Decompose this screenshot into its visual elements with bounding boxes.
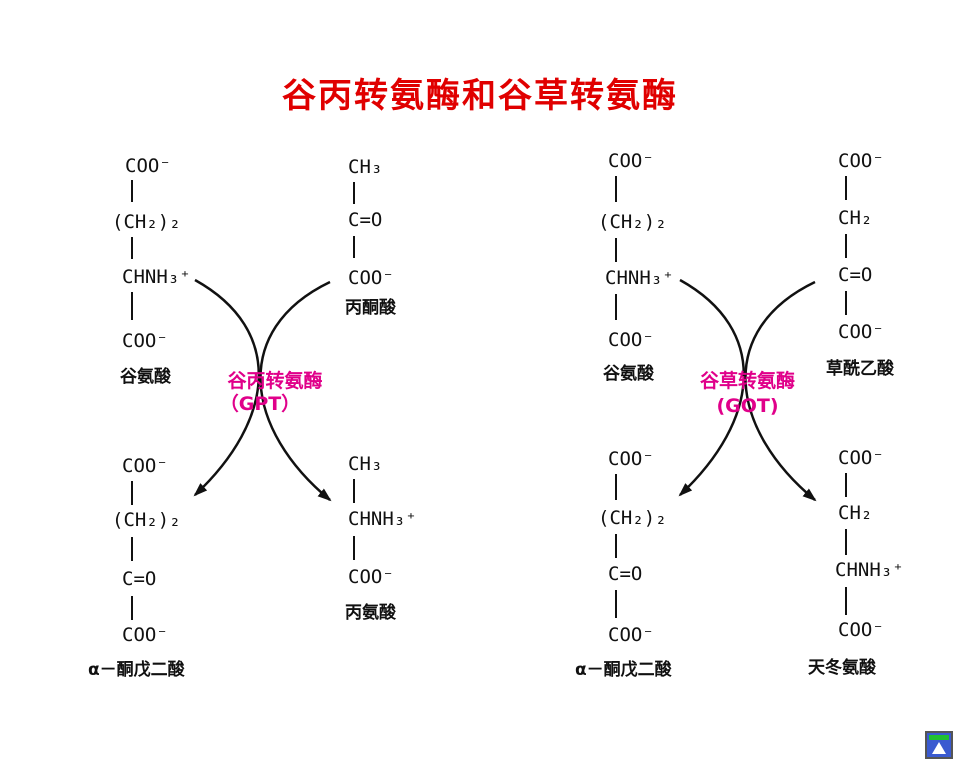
oxaloacetate-co: C=O (838, 264, 873, 286)
pyruvate-coo: COO⁻ (348, 267, 394, 289)
bond (615, 534, 617, 558)
ketoglutarate-ch2-right: (CH₂)₂ (598, 507, 667, 529)
bond (615, 294, 617, 320)
glutamate-coo-top: COO⁻ (125, 155, 171, 177)
ketoglutarate-coo-top-right: COO⁻ (608, 448, 654, 470)
arrow-pyruvate-to-alanine (259, 280, 332, 502)
bond (131, 237, 133, 259)
alanine-chnh3: CHNH₃⁺ (348, 508, 417, 530)
got-enzyme-name: 谷草转氨酶 (699, 370, 795, 392)
ketoglutarate-coo-top: COO⁻ (122, 455, 168, 477)
ketoglutarate-ch2: (CH₂)₂ (112, 509, 181, 531)
bond (353, 479, 355, 503)
nav-up-button[interactable] (925, 731, 953, 759)
ketoglutarate-co-right: C=O (608, 563, 643, 585)
arrow-oxaloacetate-to-aspartate (744, 280, 817, 502)
oxaloacetate-ch2: CH₂ (838, 207, 873, 229)
pyruvate-co: C=O (348, 209, 383, 231)
alanine-coo: COO⁻ (348, 566, 394, 588)
arrow-glutamate-to-ketoglutarate-right (678, 278, 745, 497)
bond (845, 176, 847, 200)
nav-bar-decoration (929, 735, 949, 740)
alanine-label: 丙氨酸 (345, 603, 396, 623)
ketoglutarate-coo-bottom-right: COO⁻ (608, 624, 654, 646)
arrow-glutamate-to-ketoglutarate (193, 278, 260, 497)
ketoglutarate-co: C=O (122, 568, 157, 590)
pyruvate-label: 丙酮酸 (345, 298, 396, 318)
aspartate-coo-top: COO⁻ (838, 447, 884, 469)
glutamate-chnh3: CHNH₃⁺ (122, 266, 191, 288)
got-enzyme-abbr: (GOT) (716, 395, 779, 417)
aspartate-ch2: CH₂ (838, 502, 873, 524)
glutamate-ch2-right: (CH₂)₂ (598, 211, 667, 233)
glutamate-label-right: 谷氨酸 (603, 364, 654, 384)
oxaloacetate-label: 草酰乙酸 (826, 359, 894, 379)
bond (845, 291, 847, 315)
ketoglutarate-label: α－酮戊二酸 (88, 660, 185, 680)
bond (615, 474, 617, 500)
bond (353, 536, 355, 560)
alanine-ch3: CH₃ (348, 453, 383, 475)
bond (845, 473, 847, 497)
aspartate-coo-bottom: COO⁻ (838, 619, 884, 641)
bond (131, 292, 133, 320)
gpt-enzyme-abbr: （GPT） (219, 393, 301, 415)
bond (131, 537, 133, 561)
ketoglutarate-coo-bottom: COO⁻ (122, 624, 168, 646)
aspartate-label: 天冬氨酸 (808, 658, 876, 678)
oxaloacetate-coo-top: COO⁻ (838, 150, 884, 172)
bond (131, 180, 133, 202)
glutamate-label: 谷氨酸 (120, 367, 171, 387)
glutamate-ch2: (CH₂)₂ (112, 211, 181, 233)
bond (131, 596, 133, 620)
bond (845, 587, 847, 615)
page-title: 谷丙转氨酶和谷草转氨酶 (282, 76, 678, 116)
bond (615, 590, 617, 618)
glutamate-chnh3-right: CHNH₃⁺ (605, 267, 674, 289)
glutamate-coo-bottom: COO⁻ (122, 330, 168, 352)
bond (615, 176, 617, 202)
glutamate-coo-bottom-right: COO⁻ (608, 329, 654, 351)
bond (131, 481, 133, 505)
bond (353, 182, 355, 204)
gpt-enzyme-name: 谷丙转氨酶 (227, 370, 323, 392)
oxaloacetate-coo-bottom: COO⁻ (838, 321, 884, 343)
nav-up-icon (932, 742, 946, 754)
bond (845, 234, 847, 258)
glutamate-coo-top-right: COO⁻ (608, 150, 654, 172)
bond (353, 236, 355, 258)
bond (845, 529, 847, 555)
ketoglutarate-label-right: α－酮戊二酸 (575, 660, 672, 680)
pyruvate-ch3: CH₃ (348, 156, 383, 178)
aspartate-chnh3: CHNH₃⁺ (835, 559, 904, 581)
bond (615, 238, 617, 262)
